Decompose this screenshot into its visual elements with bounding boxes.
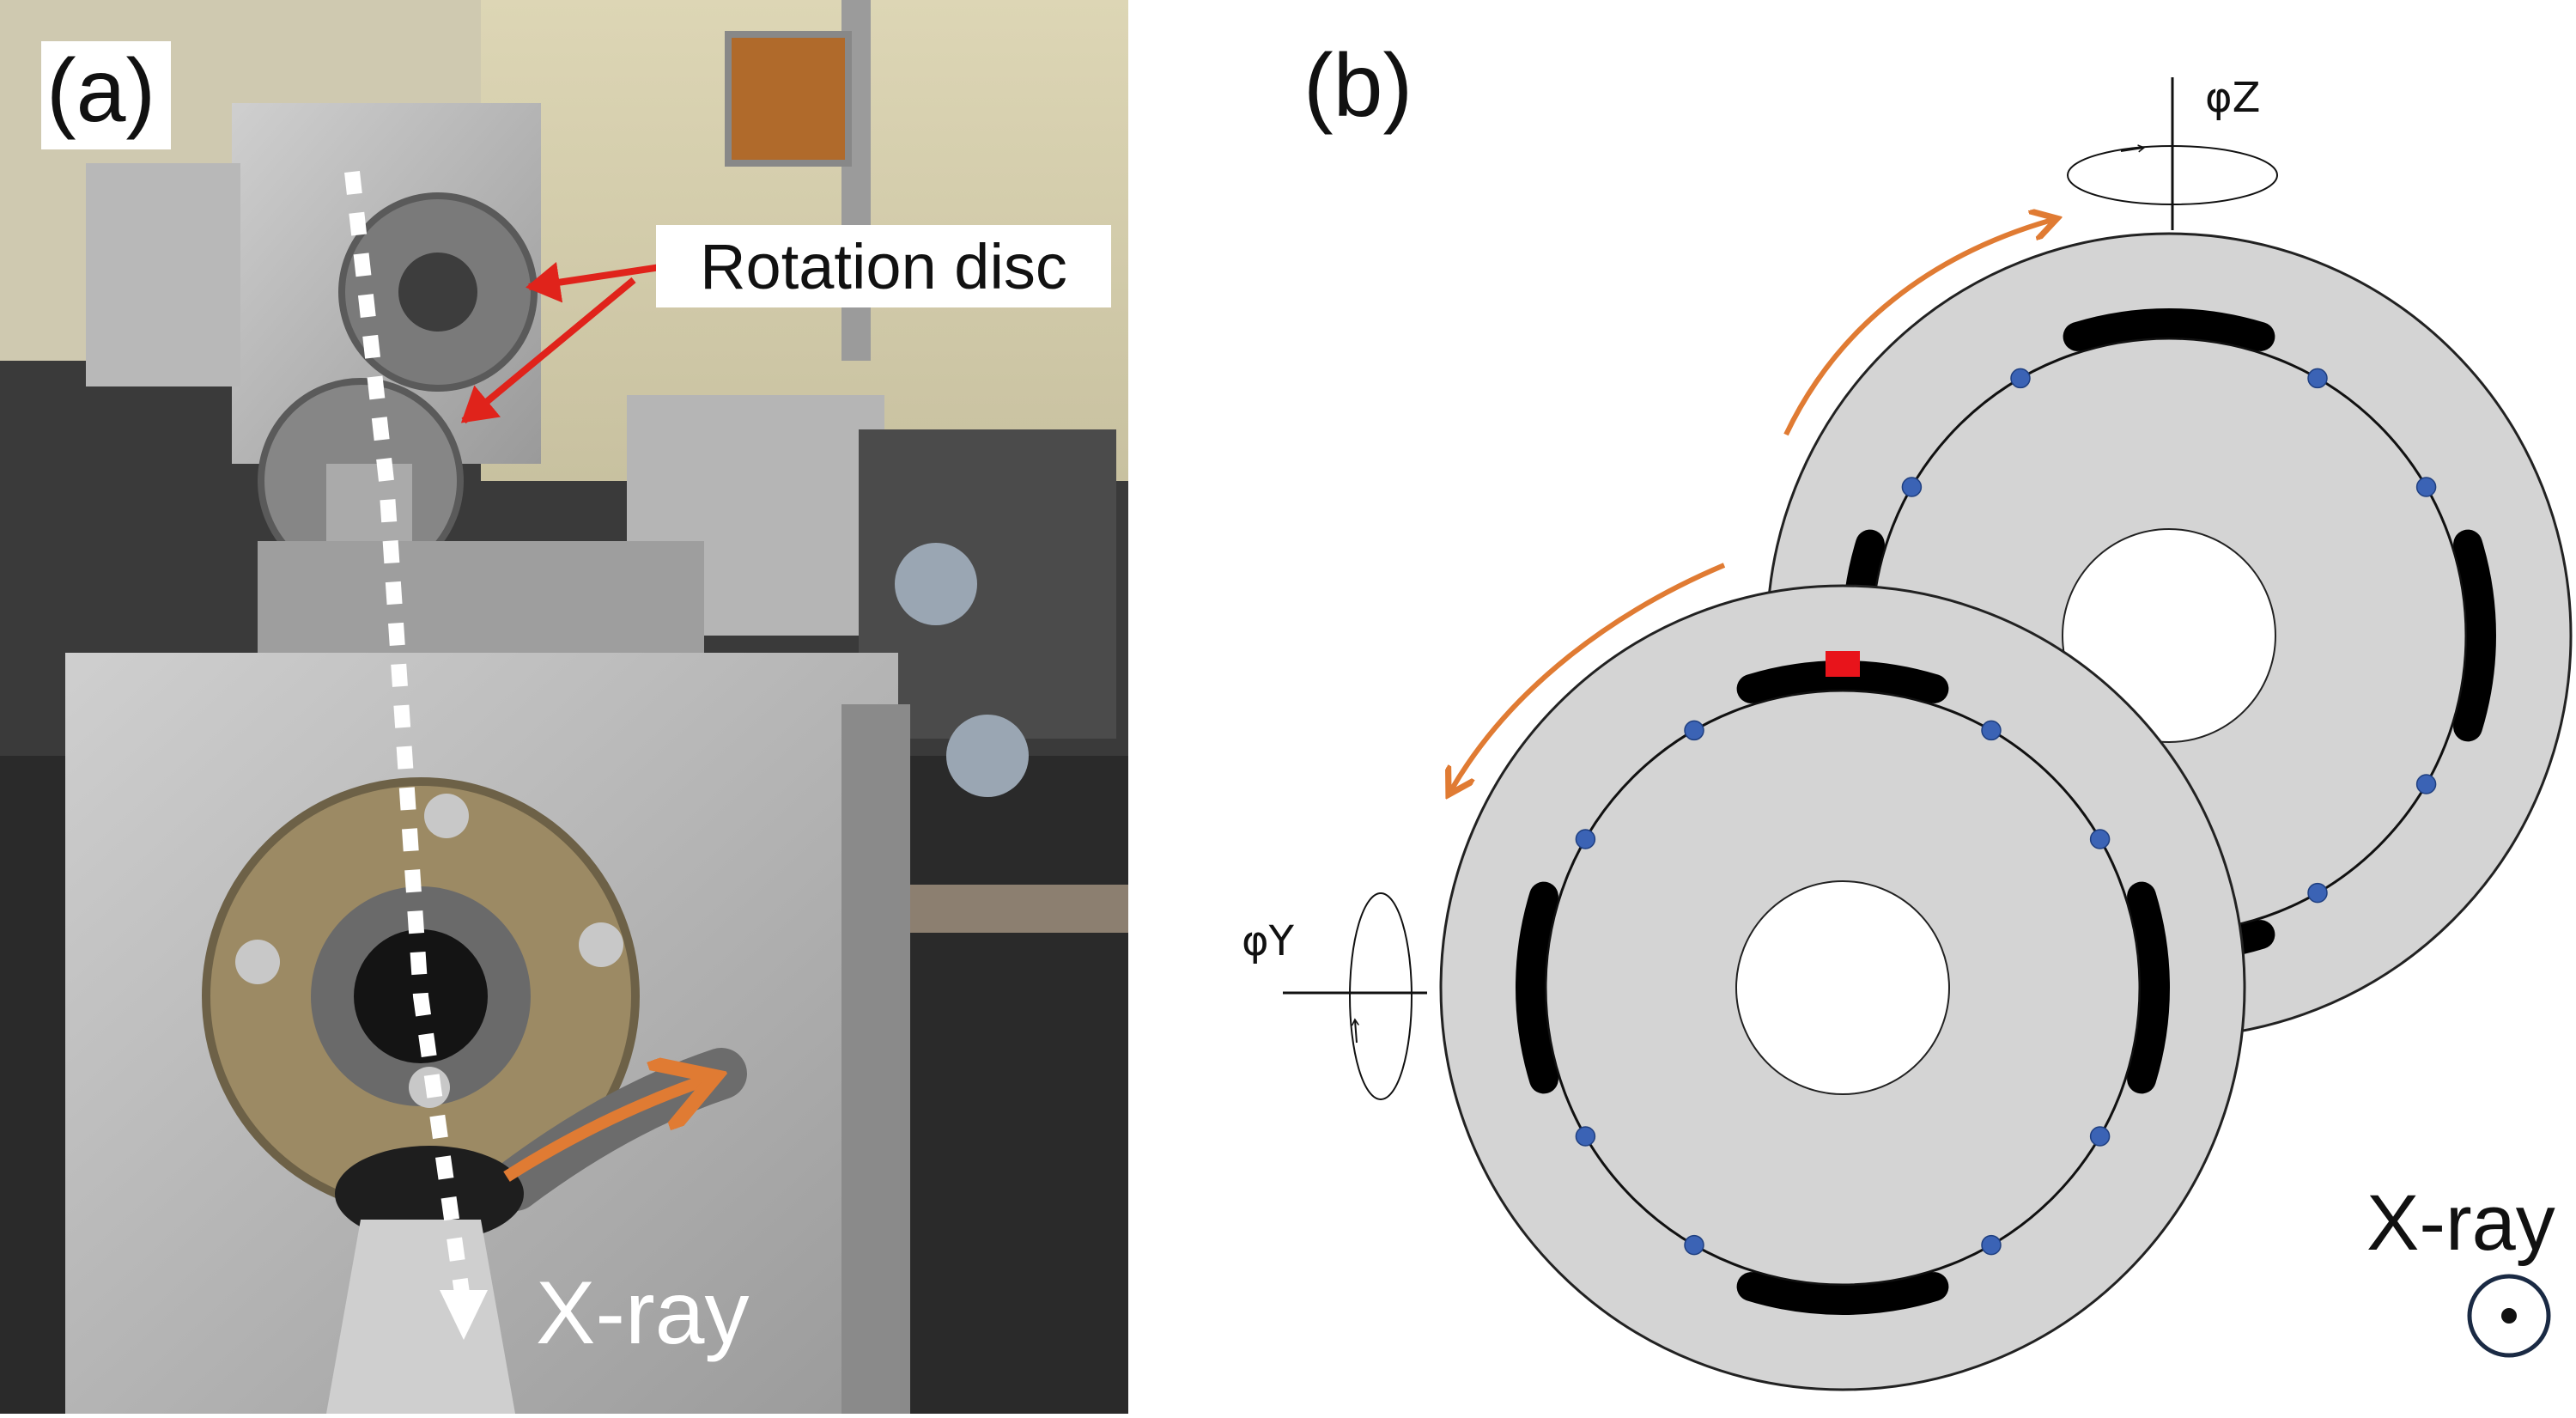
horizontal-rod [884, 885, 1128, 933]
disc-front-slot [1516, 881, 1558, 1094]
side-bracket [86, 163, 240, 386]
sample-marker [1826, 651, 1860, 677]
disc-back-hole [2062, 528, 2276, 743]
disc-front-marker-dot [2089, 1126, 2111, 1147]
axis-z-rotation [2067, 145, 2278, 205]
photo-panel [0, 0, 1128, 1414]
disc-back-marker-dot [2415, 774, 2437, 794]
axis-z-arrowhead [2120, 148, 2143, 151]
disc-hub-upper [398, 253, 477, 332]
disc-back-marker-dot [1901, 477, 1923, 497]
callout-arrow-lower [460, 277, 636, 424]
rotation-disc-callout: Rotation disc [656, 225, 1111, 307]
connector-1 [895, 543, 977, 625]
axis-y-rotation [1349, 892, 1413, 1100]
disc-back-marker-dot [2010, 368, 2031, 389]
disc-front-slots [1516, 660, 2170, 1315]
rotation-arrow-back [1783, 220, 2052, 436]
rotation-arrow-photo [503, 1080, 704, 1182]
connector-2 [946, 715, 1029, 797]
disc-front-track [1544, 689, 2142, 1287]
disc-back-marker-dot [2307, 368, 2328, 389]
disc-front-marker-dot [2089, 829, 2111, 849]
sample-holder [326, 464, 412, 541]
flange-screw-left [235, 940, 280, 984]
axis-y-arrowhead [1355, 1020, 1357, 1044]
disc-front-marker-dot [1981, 720, 2002, 741]
disc-front-slot [2127, 881, 2170, 1094]
disc-front-markers [1575, 720, 2111, 1256]
base-plate [258, 541, 704, 661]
disc-front-marker-dot [1575, 1126, 1596, 1147]
panel-label-b: (b) [1303, 36, 1413, 136]
beam-arrowhead [440, 1290, 488, 1340]
heater-pad [725, 31, 852, 167]
housing-side [841, 704, 910, 1414]
flange-screw-right [579, 922, 623, 967]
disc-front-marker-dot [1684, 720, 1704, 741]
callout-arrow-upper [526, 261, 667, 303]
disc-front-marker-dot [1684, 1234, 1704, 1256]
panel-label-a: (a) [41, 41, 172, 149]
disc-back-slot [2063, 308, 2275, 351]
disc-front [1439, 584, 2246, 1391]
rotation-arrow-front [1451, 563, 1726, 790]
disc-front-hole [1735, 880, 1950, 1095]
disc-back-slot [2453, 529, 2496, 742]
disc-back-marker-dot [2415, 477, 2437, 497]
flange-screw-top [424, 794, 469, 838]
axis-y-label: φY [1242, 917, 1294, 965]
schematic-panel [1283, 77, 2573, 1391]
xray-label-photo: X-ray [536, 1263, 750, 1363]
lever-handle [326, 1220, 515, 1414]
beam-out-of-page-dot [2501, 1308, 2517, 1324]
disc-front-marker-dot [1981, 1234, 2002, 1256]
disc-front-marker-dot [1575, 829, 1596, 849]
beam-out-of-page-symbol [2467, 1274, 2551, 1358]
axis-z-label: φZ [2205, 74, 2261, 122]
xray-label-diagram: X-ray [2366, 1179, 2555, 1267]
disc-front-slot [1736, 1272, 1949, 1315]
lever-socket [335, 1146, 524, 1242]
disc-front-slot [1736, 660, 1949, 703]
disc-back-marker-dot [2307, 882, 2328, 904]
